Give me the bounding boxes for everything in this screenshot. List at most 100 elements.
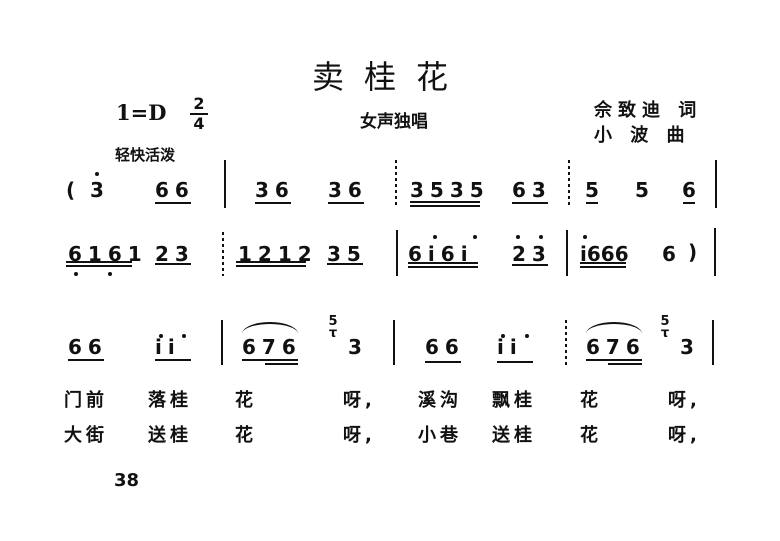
underline [580,262,626,264]
close-parenthesis: ) [688,240,704,264]
underline [265,363,298,365]
note: 3 [348,335,368,359]
time-signature: 2 4 [190,96,208,132]
note-group: 676 [242,335,302,359]
underline [512,202,548,204]
low-octave-dot [108,272,112,276]
lyric: 花 [580,425,602,446]
underline [327,263,363,265]
high-octave-dot [501,334,505,338]
note: 3 [680,335,700,359]
lyric: 大街 [64,425,108,446]
note: 6 [682,178,702,202]
underline [410,205,480,207]
lyric: 呀, [668,390,701,411]
performance-type: 女声独唱 [360,112,428,132]
lyric: 飘桂 [492,390,536,411]
underline [236,265,306,267]
note-group: 676 [586,335,646,359]
lyric: 送桂 [492,425,536,446]
underline [66,265,132,267]
lyric: 落桂 [148,390,192,411]
underline [586,359,642,361]
time-signature-top: 2 [193,94,205,113]
underline [408,266,478,268]
barline [222,232,224,276]
high-octave-dot [182,334,186,338]
barline [393,320,395,365]
underline [68,359,104,361]
barline [715,160,717,208]
time-signature-bottom: 4 [193,114,205,133]
note-group: 35 [327,242,367,266]
lyric: 花 [580,390,602,411]
underline [512,264,548,266]
barline [395,160,397,208]
high-octave-dot [583,235,587,239]
composer-credit: 小 波 曲 [594,125,691,146]
lyric: 呀, [343,390,376,411]
page-number: 38 [114,470,140,491]
underline [242,359,298,361]
note-group: 36 [328,178,368,202]
lyric: 呀, [668,425,701,446]
barline [568,160,570,208]
note: 6 [662,242,682,266]
slur [586,322,642,334]
key-signature: 1=D [116,100,167,125]
note-group: ii [155,335,181,359]
underline [586,202,598,204]
low-octave-dot [74,272,78,276]
lyric: 门前 [64,390,108,411]
note-group: ii [497,335,523,359]
underline [155,359,191,361]
high-octave-dot [516,235,520,239]
underline [328,202,364,204]
note-group: 66 [425,335,465,359]
lyric: 花 [235,390,257,411]
lyric: 送桂 [148,425,192,446]
note-group: 23 [155,242,195,266]
high-octave-dot [473,235,477,239]
note-group: 23 [512,242,552,266]
underline [683,202,695,204]
barline [565,320,567,365]
note-group: 66 [155,178,195,202]
song-title: 卖桂花 [311,58,468,96]
high-octave-dot [159,334,163,338]
barline [396,230,398,276]
grace-note-value: 5 [328,314,338,329]
underline [580,266,626,268]
grace-note-value: 5 [660,314,670,329]
lyric: 呀, [343,425,376,446]
barline [224,160,226,208]
underline [155,202,191,204]
slur [242,322,298,334]
lyric: 溪沟 [418,390,462,411]
high-octave-dot [539,235,543,239]
open-parenthesis: ( [66,178,82,202]
underline [608,363,642,365]
underline [236,261,306,263]
underline [255,202,291,204]
barline [712,320,714,365]
note-group: 66 [68,335,108,359]
tempo-marking: 轻快活泼 [115,146,176,164]
high-octave-dot [525,334,529,338]
note-group: 63 [512,178,552,202]
underline [497,361,533,363]
high-octave-dot [95,172,99,176]
note-group: 36 [255,178,295,202]
barline [566,230,568,276]
underline [408,262,478,264]
lyric: 花 [235,425,257,446]
barline [714,228,716,276]
note-group: 3 [90,178,110,202]
lyric: 小巷 [418,425,462,446]
underline [66,261,132,263]
high-octave-dot [433,235,437,239]
note: 5 [635,178,655,202]
underline [410,201,480,203]
